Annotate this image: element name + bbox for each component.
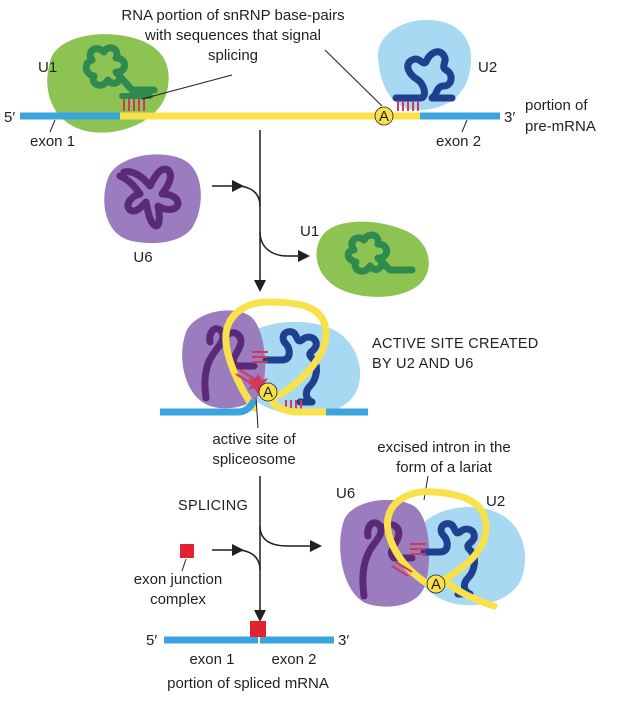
u1-label-mid: U1 — [300, 223, 319, 240]
active-base-pairs — [235, 351, 302, 410]
lariat-base-pairs — [391, 543, 426, 577]
u1-base-pairs — [123, 97, 145, 111]
intron-loop-active — [222, 298, 330, 412]
spliceosome-label: spliceosome — [212, 451, 295, 468]
branch-point-a-mid-label: A — [263, 384, 273, 401]
five-prime-label-bottom: 5′ — [146, 632, 157, 649]
u2-active-rna — [262, 328, 320, 406]
branch-point-a-label: A — [379, 108, 389, 125]
top-caption-line-1: RNA portion of snRNP base-pairs — [121, 7, 344, 24]
exon-2-label-bottom: exon 2 — [271, 651, 316, 668]
spliced-mrna-caption: portion of spliced mRNA — [167, 675, 329, 692]
u2-rna — [392, 48, 456, 102]
u2-base-pairs — [397, 101, 419, 111]
exon-junction-complex-icon — [180, 544, 194, 558]
u6-label-mid: U6 — [133, 249, 152, 266]
splicing-panel: SPLICING exon junction complex excised i… — [134, 439, 526, 622]
top-caption-line-2: with sequences that signal — [144, 27, 321, 44]
active-site-marker — [248, 374, 268, 394]
three-prime-label-bottom: 3′ — [338, 632, 349, 649]
branch-point-a — [374, 106, 394, 126]
active-site-panel: A ACTIVE SITE CREATED BY U2 AND U6 activ… — [160, 298, 539, 468]
u6-lariat-label: U6 — [336, 485, 355, 502]
u6-enter-u1-leave-panel: U6 U1 — [104, 130, 429, 297]
splicing-label: SPLICING — [178, 498, 248, 514]
pre-mrna-panel: A RNA portion of snRNP base-pairs with s… — [4, 7, 596, 150]
complex-label: complex — [150, 591, 206, 608]
excised-intron-line-2: form of a lariat — [396, 459, 493, 476]
spliced-mrna-panel: 5′ 3′ exon 1 exon 2 portion of spliced m… — [146, 621, 349, 692]
branch-point-a-mid — [258, 382, 278, 402]
portion-of-label: portion of — [525, 97, 588, 114]
active-site-created-line-2: BY U2 AND U6 — [372, 356, 474, 372]
exon-1-label-top: exon 1 — [30, 133, 75, 150]
u6-active-blob — [182, 310, 266, 409]
u6-snrnp-blob — [104, 154, 201, 244]
exon-1-label-bottom: exon 1 — [189, 651, 234, 668]
u6-rna — [116, 165, 182, 230]
active-site-of-label: active site of — [212, 431, 296, 448]
exon-2-label-top: exon 2 — [436, 133, 481, 150]
excised-intron-line-1: excised intron in the — [377, 439, 510, 456]
exon-junction-complex-bound — [250, 621, 266, 637]
exon-1-active — [160, 398, 258, 416]
top-caption-line-3: splicing — [208, 47, 258, 64]
u2-lariat-label: U2 — [486, 493, 505, 510]
exon-junction-label: exon junction — [134, 571, 222, 588]
u1-label-top: U1 — [38, 59, 57, 76]
u6-lariat-rna — [359, 519, 416, 600]
u1-rna — [82, 44, 158, 94]
active-site-created-line-1: ACTIVE SITE CREATED — [372, 336, 539, 352]
branch-point-a-lariat-label: A — [431, 576, 441, 593]
three-prime-label-top: 3′ — [504, 109, 515, 126]
u2-lariat-rna — [420, 520, 478, 598]
five-prime-label-top: 5′ — [4, 109, 15, 126]
pre-mrna-label: pre-mRNA — [525, 118, 596, 135]
u1-departed-rna — [344, 231, 416, 275]
u2-label-top: U2 — [478, 59, 497, 76]
branch-point-a-lariat — [426, 574, 446, 594]
u1-departed-blob — [316, 221, 429, 297]
